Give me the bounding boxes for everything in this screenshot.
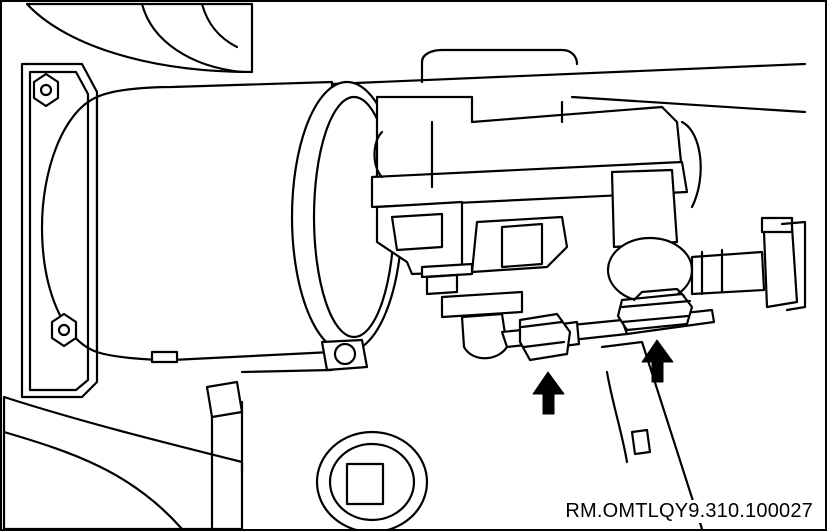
figure-reference-code: RM.OMTLQY9.310.100027 xyxy=(563,500,815,523)
ball-joint xyxy=(606,168,807,312)
lower-support xyxy=(205,338,704,529)
nut-stack xyxy=(420,262,524,360)
left-fitting-nut xyxy=(518,312,572,362)
valve-bracket xyxy=(370,95,702,276)
right-fitting-nut xyxy=(616,287,694,332)
round-housing xyxy=(25,2,254,74)
top-rail xyxy=(330,48,807,114)
mounting-flange xyxy=(20,62,99,399)
lower-cap xyxy=(315,430,429,529)
motor-cylinder xyxy=(40,80,404,364)
arrow-left-fitting xyxy=(532,371,565,415)
frame-plate xyxy=(2,395,244,529)
arrow-right-fitting xyxy=(641,339,674,383)
flange-bolts xyxy=(32,72,78,348)
